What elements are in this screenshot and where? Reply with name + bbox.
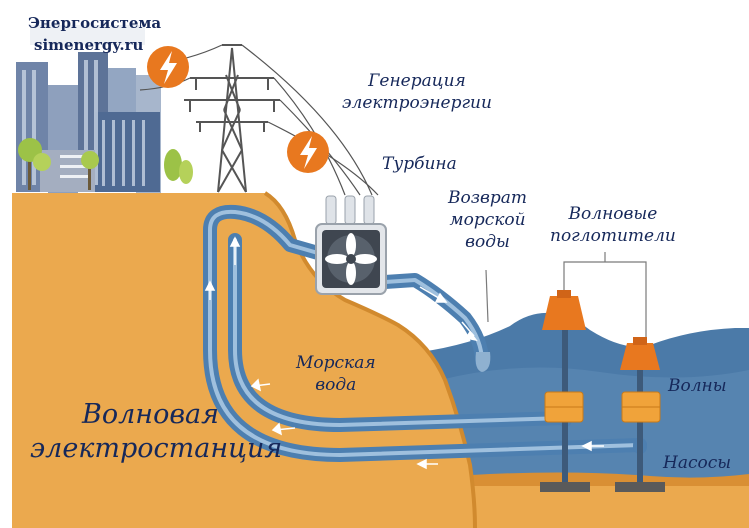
brand-name: Энергосистема xyxy=(28,14,162,32)
absorbers-label-line1: Волновые xyxy=(568,204,658,224)
return-label-line1: Возврат xyxy=(448,188,528,208)
lightning-icon xyxy=(287,131,329,173)
seawater-label-line1: Морская xyxy=(296,353,376,373)
brand-block: Энергосистема simenergy.ru xyxy=(28,12,161,56)
transmission-tower-icon xyxy=(184,44,280,193)
seawater-label: Морская вода xyxy=(296,352,376,396)
return-label-line3: воды xyxy=(465,232,510,252)
wave-absorber xyxy=(615,337,665,492)
station-title-line1: Волновая xyxy=(82,399,220,430)
absorbers-label-line2: поглотители xyxy=(550,226,676,246)
trees xyxy=(18,138,193,190)
seawater-label-line2: вода xyxy=(315,375,357,395)
return-pointer xyxy=(485,269,489,323)
return-water-label: Возврат морской воды xyxy=(448,187,527,253)
lightning-icon xyxy=(147,46,189,88)
turbine-label: Турбина xyxy=(382,154,457,174)
sea-floor-edge xyxy=(430,472,749,486)
wave-absorbers-label: Волновые поглотители xyxy=(550,203,676,247)
generation-label: Генерация электроэнергии xyxy=(342,70,492,114)
land xyxy=(12,193,475,528)
seawater-pipe xyxy=(203,204,647,462)
absorbers-bracket xyxy=(563,252,647,340)
brand-site: simenergy.ru xyxy=(34,36,144,54)
station-title-line2: электростанция xyxy=(30,433,283,464)
turbine-fan-icon xyxy=(315,195,387,295)
station-title: Волновая электростанция xyxy=(30,398,282,466)
pumps-label: Насосы xyxy=(663,453,732,473)
wave-absorber xyxy=(540,290,590,492)
flow-arrow-icon xyxy=(204,236,604,470)
generation-label-line1: Генерация xyxy=(368,71,466,91)
waves-label: Волны xyxy=(668,376,727,396)
generation-label-line2: электроэнергии xyxy=(342,93,492,113)
return-label-line2: морской xyxy=(449,210,526,230)
water-outflow xyxy=(475,352,491,372)
